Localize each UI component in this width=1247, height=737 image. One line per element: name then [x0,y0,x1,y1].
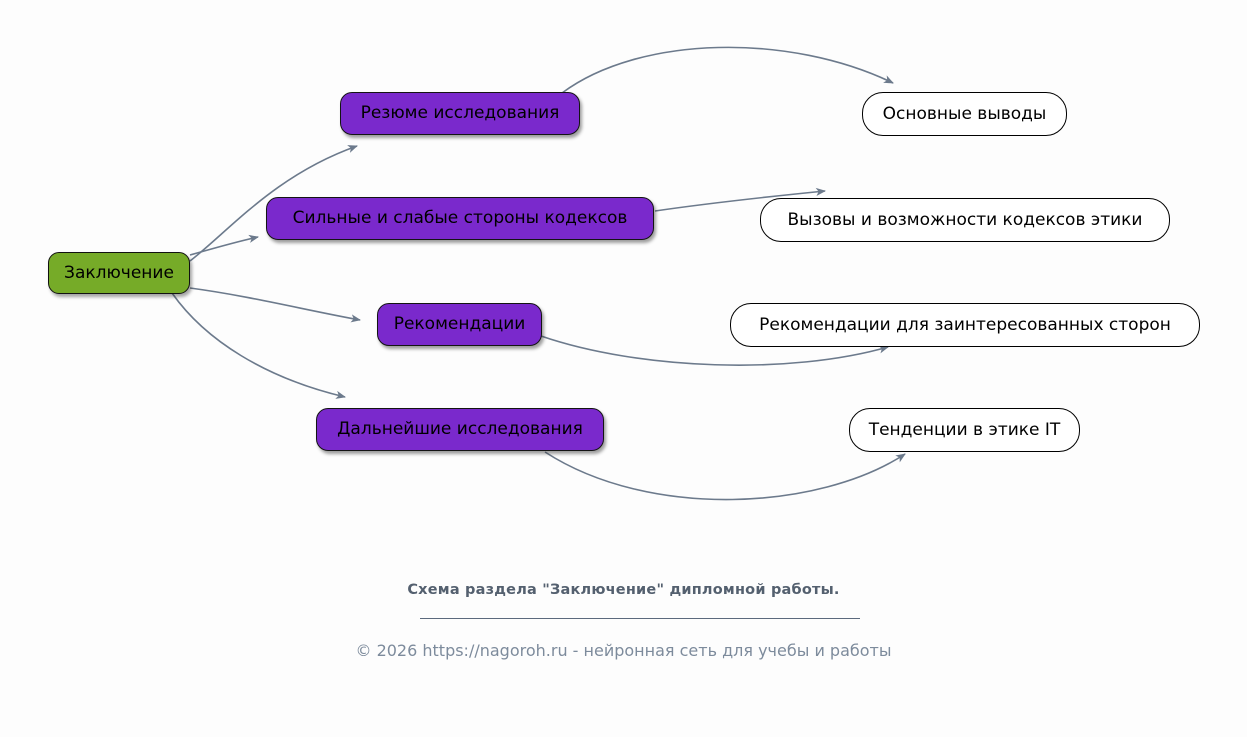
mindmap-node-root-label: Заключение [64,262,174,283]
caption-divider [420,618,860,619]
mindmap-node-branch-4-label: Дальнейшие исследования [337,419,583,439]
edge-root-to-branch-2 [189,234,259,256]
mindmap-node-branch-2[interactable]: Сильные и слабые стороны кодексов [266,197,654,240]
mindmap-node-leaf-1[interactable]: Основные выводы [862,92,1067,136]
mindmap-node-branch-1[interactable]: Резюме исследования [340,92,580,135]
mindmap-node-leaf-2-label: Вызовы и возможности кодексов этики [787,209,1143,230]
edge-branch-1-to-leaf-1 [561,46,894,94]
edge-root-to-branch-3 [189,287,361,323]
mindmap-node-branch-4[interactable]: Дальнейшие исследования [316,408,604,451]
edge-root-to-branch-4 [171,292,346,399]
mindmap-node-branch-3[interactable]: Рекомендации [377,303,542,346]
diagram-caption-title: Схема раздела "Заключение" дипломной раб… [407,582,840,598]
diagram-copyright: © 2026 https://nagoroh.ru - нейронная се… [355,641,892,660]
mindmap-node-root[interactable]: Заключение [48,252,190,294]
mindmap-node-leaf-4-label: Тенденции в этике IT [868,419,1061,440]
mindmap-node-branch-1-label: Резюме исследования [360,103,560,123]
mindmap-node-branch-2-label: Сильные и слабые стороны кодексов [292,208,628,228]
mindmap-node-leaf-3[interactable]: Рекомендации для заинтересованных сторон [730,303,1200,347]
mindmap-node-leaf-1-label: Основные выводы [882,103,1047,124]
mindmap-node-branch-3-label: Рекомендации [393,314,526,334]
edge-branch-4-to-leaf-4 [544,451,906,501]
mindmap-node-leaf-2[interactable]: Вызовы и возможности кодексов этики [760,198,1170,242]
mindmap-node-leaf-4[interactable]: Тенденции в этике IT [849,408,1080,452]
mindmap-node-leaf-3-label: Рекомендации для заинтересованных сторон [759,314,1171,335]
